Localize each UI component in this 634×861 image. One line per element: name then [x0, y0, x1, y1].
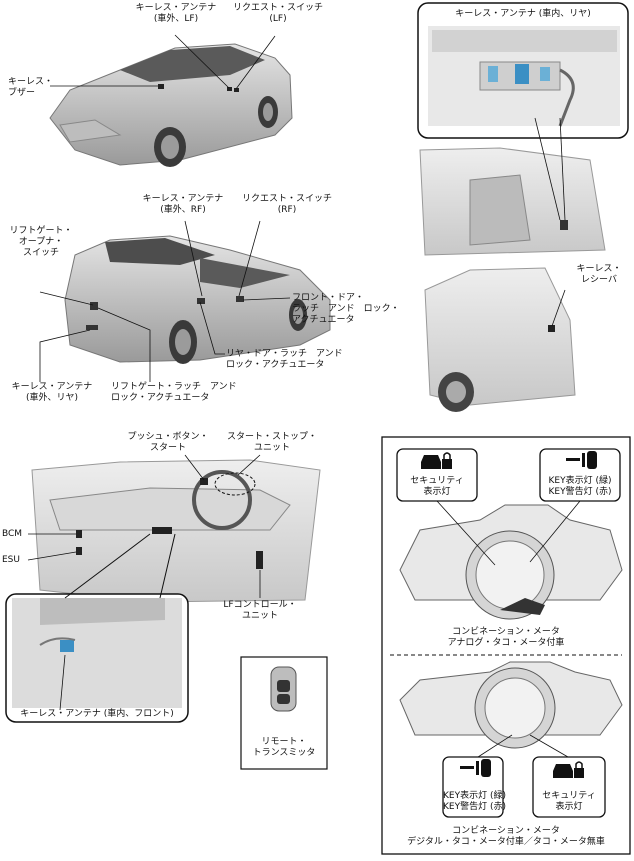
label-start-stop-unit: スタート・ストップ・ ユニット — [222, 432, 322, 454]
label-rear-door-latch-line2: ロック・アクチュエータ — [226, 360, 343, 371]
label-digital-meter-caption-line1: コンビネーション・メータ — [383, 826, 629, 837]
label-key-indicator-digital: KEY表示灯 (緑) KEY警告灯 (赤) — [443, 791, 503, 813]
liftgate-open-illustration — [425, 268, 575, 412]
label-liftgate-latch-line2: ロック・アクチュエータ — [111, 393, 237, 404]
label-security-indicator-digital-line2: 表示灯 — [533, 802, 605, 813]
label-digital-meter-caption-line2: デジタル・タコ・メータ付車／タコ・メータ無車 — [383, 837, 629, 848]
label-push-button-start-line2: スタート — [118, 443, 218, 454]
label-lf-control-unit-line2: ユニット — [218, 611, 302, 622]
label-keyless-antenna-rf-line1: キーレス・アンテナ — [128, 194, 238, 205]
label-front-door-latch: フロント・ドア・ ラッチ アンド ロック・ アクチュエータ — [292, 293, 399, 326]
label-remote-transmitter-line1: リモート・ — [241, 737, 327, 748]
label-start-stop-unit-line1: スタート・ストップ・ — [222, 432, 322, 443]
dashboard-illustration — [32, 460, 320, 602]
label-rear-door-latch: リヤ・ドア・ラッチ アンド ロック・アクチュエータ — [226, 349, 343, 371]
label-keyless-receiver: キーレス・ レシーバ — [566, 264, 632, 286]
label-key-indicator-digital-line1: KEY表示灯 (緑) — [443, 791, 503, 802]
label-front-door-latch-line2: ラッチ アンド ロック・ — [292, 304, 399, 315]
label-lf-control-unit: LFコントロール・ ユニット — [218, 600, 302, 622]
label-keyless-antenna-lf-line1: キーレス・アンテナ — [126, 3, 226, 14]
label-analog-meter-caption-line1: コンビネーション・メータ — [385, 627, 627, 638]
label-security-indicator-digital: セキュリティ 表示灯 — [533, 791, 605, 813]
label-keyless-buzzer-line2: ブザー — [8, 88, 53, 99]
label-request-switch-lf-line1: リクエスト・スイッチ — [228, 3, 328, 14]
label-keyless-antenna-rear-line1: キーレス・アンテナ — [2, 382, 102, 393]
label-push-button-start-line1: プッシュ・ボタン・ — [118, 432, 218, 443]
label-liftgate-opener-line1: リフトゲート・ — [2, 226, 80, 237]
label-liftgate-opener-line3: スイッチ — [2, 248, 80, 259]
interior-rear-detail — [418, 3, 628, 138]
label-keyless-antenna-rf: キーレス・アンテナ (車外、RF) — [128, 194, 238, 216]
label-request-switch-lf-line2: (LF) — [228, 14, 328, 25]
label-remote-transmitter: リモート・ トランスミッタ — [241, 737, 327, 759]
label-bcm: BCM — [2, 529, 22, 540]
label-keyless-receiver-line1: キーレス・ — [566, 264, 632, 275]
label-key-indicator-analog-line1: KEY表示灯 (緑) — [540, 476, 620, 487]
label-request-switch-rf-line1: リクエスト・スイッチ — [232, 194, 342, 205]
label-lf-control-unit-line1: LFコントロール・ — [218, 600, 302, 611]
label-security-indicator-digital-line1: セキュリティ — [533, 791, 605, 802]
label-keyless-buzzer: キーレス・ ブザー — [8, 77, 53, 99]
label-key-indicator-digital-line2: KEY警告灯 (赤) — [443, 802, 503, 813]
label-remote-transmitter-line2: トランスミッタ — [241, 748, 327, 759]
interior-rear-cabin — [420, 148, 605, 255]
label-keyless-antenna-rear: キーレス・アンテナ (車外、リヤ) — [2, 382, 102, 404]
label-front-door-latch-line1: フロント・ドア・ — [292, 293, 399, 304]
label-security-indicator-analog-line1: セキュリティ — [397, 476, 477, 487]
label-keyless-antenna-inner-rear: キーレス・アンテナ (車内、リヤ) — [418, 9, 628, 20]
label-keyless-receiver-line2: レシーバ — [566, 275, 632, 286]
label-esu: ESU — [2, 555, 20, 566]
label-front-door-latch-line3: アクチュエータ — [292, 315, 399, 326]
label-analog-meter-caption: コンビネーション・メータ アナログ・タコ・メータ付車 — [385, 627, 627, 649]
label-push-button-start: プッシュ・ボタン・ スタート — [118, 432, 218, 454]
label-key-indicator-analog-line2: KEY警告灯 (赤) — [540, 487, 620, 498]
label-security-indicator-analog-line2: 表示灯 — [397, 487, 477, 498]
label-security-indicator-analog: セキュリティ 表示灯 — [397, 476, 477, 498]
label-digital-meter-caption: コンビネーション・メータ デジタル・タコ・メータ付車／タコ・メータ無車 — [383, 826, 629, 848]
label-keyless-antenna-lf-line2: (車外、LF) — [126, 14, 226, 25]
label-request-switch-lf: リクエスト・スイッチ (LF) — [228, 3, 328, 25]
label-rear-door-latch-line1: リヤ・ドア・ラッチ アンド — [226, 349, 343, 360]
label-keyless-antenna-rf-line2: (車外、RF) — [128, 205, 238, 216]
label-request-switch-rf-line2: (RF) — [232, 205, 342, 216]
label-keyless-antenna-rear-line2: (車外、リヤ) — [2, 393, 102, 404]
label-analog-meter-caption-line2: アナログ・タコ・メータ付車 — [385, 638, 627, 649]
label-keyless-antenna-inner-front: キーレス・アンテナ (車内、フロント) — [6, 709, 188, 720]
label-request-switch-rf: リクエスト・スイッチ (RF) — [232, 194, 342, 216]
label-liftgate-opener-line2: オープナ・ — [2, 237, 80, 248]
label-liftgate-latch: リフトゲート・ラッチ アンド ロック・アクチュエータ — [111, 382, 237, 404]
label-start-stop-unit-line2: ユニット — [222, 443, 322, 454]
label-liftgate-latch-line1: リフトゲート・ラッチ アンド — [111, 382, 237, 393]
label-liftgate-opener: リフトゲート・ オープナ・ スイッチ — [2, 226, 80, 259]
label-key-indicator-analog: KEY表示灯 (緑) KEY警告灯 (赤) — [540, 476, 620, 498]
label-keyless-antenna-lf: キーレス・アンテナ (車外、LF) — [126, 3, 226, 25]
car-rear-illustration — [65, 236, 330, 364]
label-keyless-buzzer-line1: キーレス・ — [8, 77, 53, 88]
